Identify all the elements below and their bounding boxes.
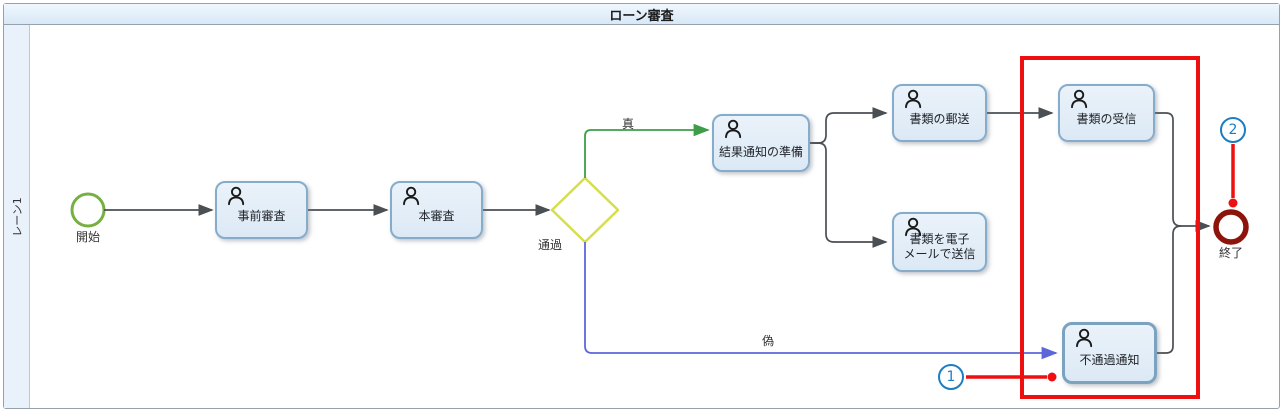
task-receive-documents[interactable]: 書類の受信 (1058, 84, 1155, 142)
flow-gateway-false[interactable] (584, 242, 1058, 360)
task-label-line1: 書類を電子 (909, 232, 970, 246)
flow-false-label: 偽 (761, 334, 774, 348)
flow-prepare-to-mail[interactable] (810, 107, 888, 144)
end-event-label: 終了 (1218, 246, 1243, 260)
flow-prepare-to-email[interactable] (810, 142, 888, 248)
pool-title: ローン審査 (4, 4, 1279, 25)
task-label: 事前審査 (237, 209, 286, 223)
callout-badge-1: 1 (938, 364, 964, 390)
flow-reject-to-end[interactable] (1157, 225, 1182, 354)
task-label: 不通過通知 (1079, 353, 1140, 367)
user-task-icon (1074, 328, 1096, 352)
end-event[interactable] (1213, 209, 1249, 245)
flow-gateway-true[interactable] (584, 123, 710, 178)
user-task-icon (903, 89, 925, 113)
task-prepare-result-notice[interactable]: 結果通知の準備 (712, 114, 810, 172)
user-task-icon (401, 186, 423, 210)
gateway-pass[interactable] (550, 176, 620, 244)
task-mail-documents[interactable]: 書類の郵送 (892, 84, 987, 142)
flow-true-label: 真 (621, 117, 634, 131)
task-label-line2: メールで送信 (903, 247, 976, 261)
task-pre-screening[interactable]: 事前審査 (215, 181, 308, 239)
user-task-icon (903, 217, 925, 241)
callout-number: 1 (946, 369, 956, 385)
task-label: 書類の受信 (1076, 112, 1137, 126)
task-reject-notice[interactable]: 不通過通知 (1062, 322, 1157, 384)
task-label: 書類を電子メールで送信 (903, 232, 975, 270)
task-label: 結果通知の準備 (718, 145, 803, 159)
task-email-documents[interactable]: 書類を電子メールで送信 (892, 212, 987, 272)
start-event-label: 開始 (75, 230, 100, 244)
task-main-screening[interactable]: 本審査 (390, 181, 483, 239)
gateway-label: 通過 (537, 238, 562, 252)
start-event[interactable] (70, 192, 106, 228)
lane-header: レーン1 (4, 25, 30, 408)
flow-receive-to-end[interactable] (1155, 112, 1182, 227)
user-task-icon (226, 186, 248, 210)
callout-number: 2 (1228, 122, 1238, 138)
task-label: 書類の郵送 (909, 112, 970, 126)
callout-badge-2: 2 (1220, 117, 1246, 143)
user-task-icon (1069, 89, 1091, 113)
user-task-icon (723, 119, 745, 143)
task-label: 本審査 (418, 209, 455, 223)
